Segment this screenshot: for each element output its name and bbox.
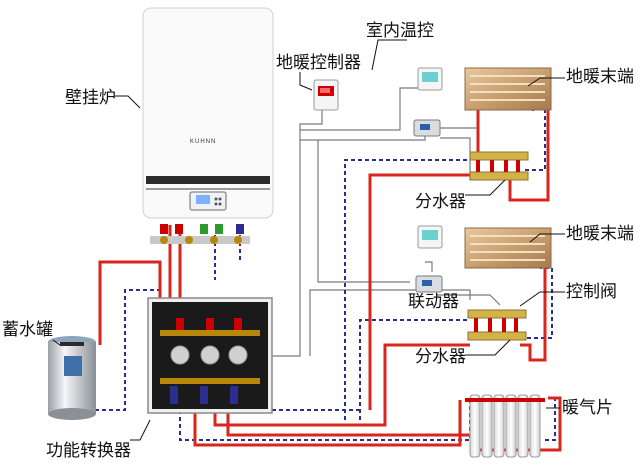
boiler-connection-valves	[150, 224, 250, 244]
linkage-device-top	[413, 119, 441, 137]
label-manifold-bottom: 分水器	[415, 347, 466, 367]
leader-lines	[52, 39, 565, 441]
label-boiler: 壁挂炉	[65, 88, 116, 108]
label-function-converter: 功能转换器	[46, 441, 131, 461]
boiler-band	[146, 176, 270, 184]
floor-terminal-bottom	[464, 227, 552, 269]
label-control-valve: 控制阀	[566, 282, 617, 302]
room-thermostat-top	[417, 67, 443, 91]
manifold-top	[469, 151, 529, 181]
signal-wires	[272, 87, 501, 357]
manifold-bottom	[467, 309, 527, 341]
boiler-brand: KUHNN	[190, 139, 216, 145]
floor-terminal-top	[464, 67, 552, 111]
label-radiator: 暖气片	[562, 398, 613, 418]
label-linkage: 联动器	[408, 292, 459, 312]
label-floor-terminal-bottom: 地暖末端	[566, 224, 634, 244]
storage-tank	[48, 336, 96, 420]
label-floor-terminal-top: 地暖末端	[566, 67, 634, 87]
label-floor-controller: 地暖控制器	[276, 53, 361, 73]
radiator	[465, 394, 545, 458]
wall-boiler: KUHNN	[142, 7, 274, 244]
linkage-device-bottom	[415, 275, 443, 293]
boiler-display	[196, 195, 210, 204]
function-converter-box	[147, 297, 273, 414]
label-texts: 壁挂炉 室内温控 地暖控制器 地暖末端 分水器 地暖末端 控制阀 联动器 分水器…	[2, 21, 634, 461]
label-storage-tank: 蓄水罐	[2, 320, 53, 340]
floor-heating-controller	[313, 79, 339, 111]
label-room-thermostat: 室内温控	[366, 21, 434, 41]
room-thermostat-bottom	[417, 225, 443, 249]
label-manifold-top: 分水器	[415, 192, 466, 212]
